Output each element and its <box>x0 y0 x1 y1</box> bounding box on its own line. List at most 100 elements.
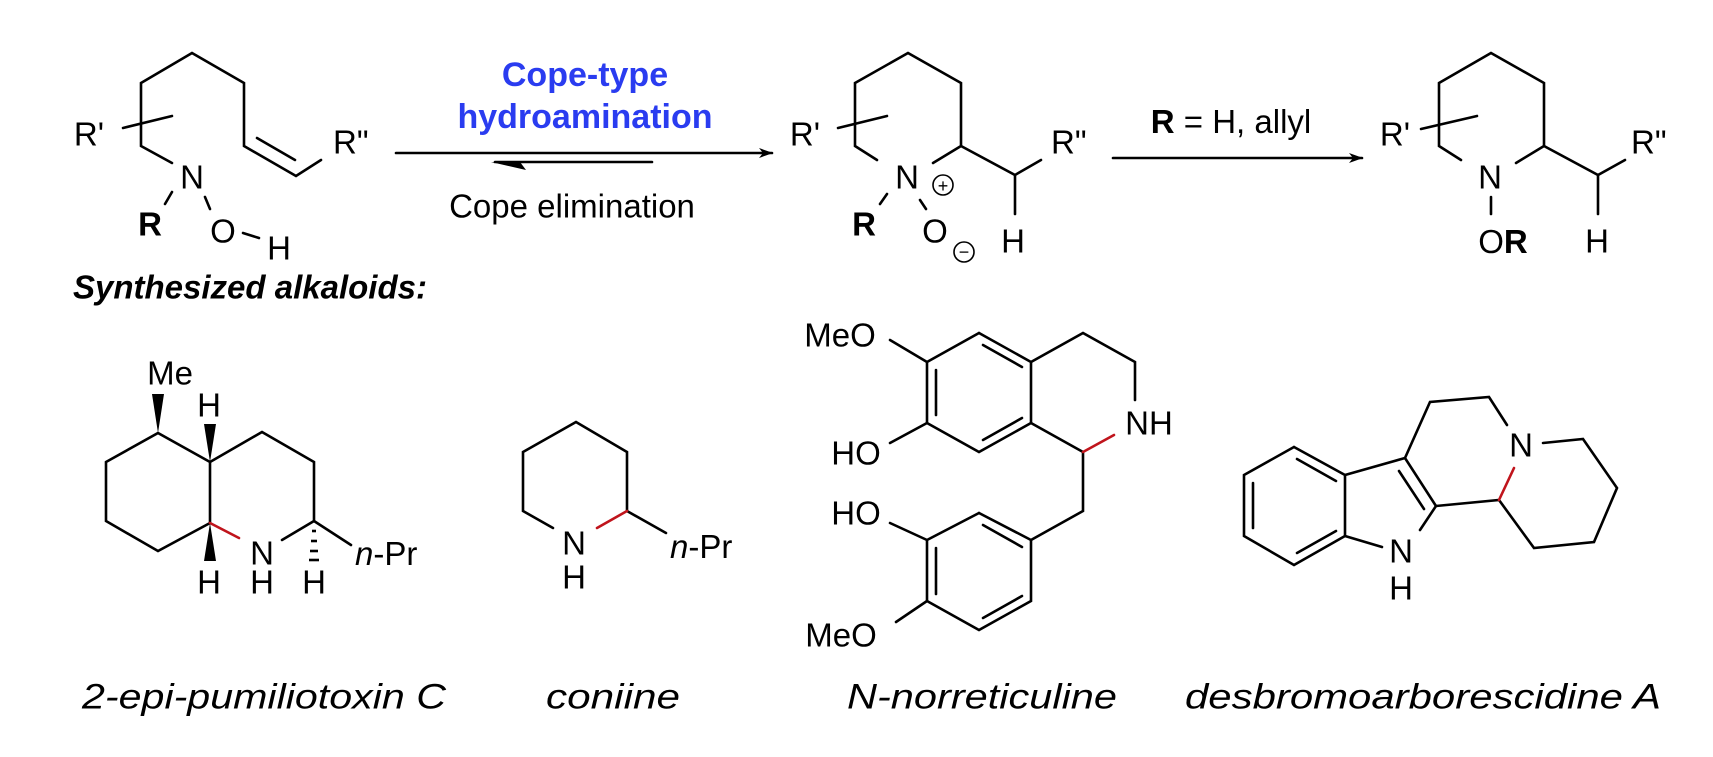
bond <box>925 331 1033 454</box>
bond <box>312 519 353 547</box>
bond <box>1029 421 1085 542</box>
bond <box>878 192 889 206</box>
new-c-n-bond <box>1497 466 1516 502</box>
nitrogen-label: N <box>895 159 919 196</box>
r-prime-label: R' <box>74 116 104 153</box>
nitrogen-label: N <box>562 525 586 562</box>
bond <box>959 144 1043 177</box>
oxygen: O <box>1478 223 1504 260</box>
bond <box>1542 144 1627 177</box>
or-group-label: OR <box>1478 223 1528 260</box>
r-group: R <box>1504 223 1528 260</box>
methyl-wedge-bond <box>152 394 164 433</box>
substrate-molecule: R' R" N R O H <box>74 116 369 267</box>
oxygen-label: O <box>922 213 948 250</box>
bond <box>888 421 929 445</box>
hydrogen-label: H <box>267 230 291 267</box>
bond <box>1419 114 1479 131</box>
bond <box>925 511 1033 632</box>
bond <box>981 523 1024 549</box>
hydrogen-label: H <box>1585 223 1609 260</box>
propyl-label: n-Pr <box>355 535 417 572</box>
minus-sign: − <box>959 242 970 262</box>
n-prefix: n <box>355 535 373 572</box>
bond <box>981 594 1024 620</box>
bond <box>836 114 889 130</box>
forward-reaction-label-2: hydroamination <box>457 98 712 136</box>
alkaloid-name: desbromoarborescidine A <box>1185 678 1661 717</box>
bond <box>981 416 1024 442</box>
nitrogen-label: N <box>250 535 274 572</box>
hydrogen-label: H <box>197 387 221 424</box>
bond <box>203 195 212 211</box>
propyl: -Pr <box>688 528 732 565</box>
alkaloid-name: coniine <box>546 678 680 717</box>
r-double-prime-label: R" <box>333 124 369 161</box>
section-title: Synthesized alkaloids: <box>73 269 427 306</box>
alkaloid-name: N-norreticuline <box>847 678 1117 717</box>
r-group-label: R <box>852 206 876 243</box>
alkaloid-coniine: N H n-Pr coniine <box>546 525 732 717</box>
bond <box>888 521 929 542</box>
negative-charge-icon: − <box>953 241 975 263</box>
hydrogen-label: H <box>197 564 221 601</box>
hydroxy-label: HO <box>831 495 881 532</box>
bond <box>121 114 174 130</box>
hydrogen-label: H <box>1389 570 1413 607</box>
reduction-condition-label: R = H, allyl <box>1151 103 1311 140</box>
new-c-n-bond <box>208 521 241 540</box>
nitrogen-label: N <box>1478 159 1502 196</box>
bond <box>894 599 929 624</box>
bond <box>1437 51 1546 165</box>
r-prime-label: R' <box>1380 116 1410 153</box>
hydrogen-label: H <box>562 559 586 596</box>
bond <box>1242 445 1347 567</box>
nitrogen-label: N <box>1389 533 1413 570</box>
new-c-n-bond <box>1081 433 1116 454</box>
bond <box>1343 534 1384 549</box>
alkaloid-name: 2-epi-pumiliotoxin C <box>81 678 447 717</box>
product-hydroxylamine: R' R" N OR H <box>1380 116 1667 260</box>
hydroxy-label: HO <box>831 435 881 472</box>
bond <box>1295 457 1338 483</box>
n-prefix: n <box>670 528 688 565</box>
propyl: -Pr <box>373 535 417 572</box>
bond <box>1295 529 1338 555</box>
propyl-label: n-Pr <box>670 528 732 565</box>
methoxy-label: MeO <box>804 317 876 354</box>
plus-sign: + <box>938 176 949 196</box>
oxygen-label: O <box>210 213 236 250</box>
bond <box>1397 469 1426 511</box>
nitrogen-label: N <box>1509 427 1533 464</box>
hydrogen-label: H <box>250 564 274 601</box>
bond <box>918 198 928 211</box>
amine-label: NH <box>1125 405 1173 442</box>
bond <box>521 420 668 535</box>
bond <box>981 343 1024 369</box>
intermediate-n-oxide: R' R" N + R O − H <box>790 116 1087 263</box>
r-group-label: R <box>138 206 162 243</box>
methyl-label: Me <box>147 355 193 392</box>
alkaloid-norreticuline: MeO HO NH HO MeO N-norreticuline <box>804 317 1173 717</box>
positive-charge-icon: + <box>932 174 954 196</box>
bond <box>888 338 929 364</box>
alkaloid-desbromoarborescidine: N N H desbromoarborescidine A <box>1185 427 1661 717</box>
r-double-prime-label: R" <box>1631 124 1667 161</box>
r-prime-label: R' <box>790 116 820 153</box>
bond <box>163 190 174 206</box>
r-group: R <box>1151 103 1175 140</box>
hydrogen-label: H <box>1001 223 1025 260</box>
alkaloid-pumiliotoxin: Me H N H H H n-Pr 2-epi-pumiliotoxin C <box>81 355 447 717</box>
hydrogen-wedge-bond <box>204 424 216 462</box>
bond <box>241 231 261 240</box>
bond <box>1029 331 1137 402</box>
methoxy-label: MeO <box>805 617 877 654</box>
bond <box>139 51 323 178</box>
r-double-prime-label: R" <box>1051 124 1087 161</box>
bond <box>853 51 963 165</box>
reverse-arrow-half-head <box>491 162 526 170</box>
hydrogen-label: H <box>302 564 326 601</box>
hydrogen-wedge-bond <box>204 523 216 561</box>
hydrogen-hash-bond <box>309 529 319 562</box>
